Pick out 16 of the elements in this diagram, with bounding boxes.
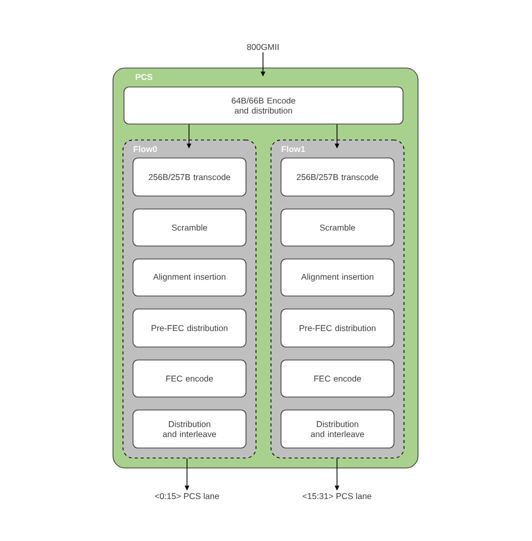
process-box: FEC encode [132, 360, 246, 398]
process-box: Alignment insertion [132, 258, 246, 296]
label-text: <0:15> PCS lane [155, 492, 219, 500]
process-box: 64B/66B Encode and distribution [124, 86, 404, 124]
process-box: Scramble [132, 208, 246, 246]
label-text: 800GMII [247, 44, 279, 50]
process-box: Pre-FEC distribution [132, 308, 246, 348]
process-box: Distribution and interleave [132, 410, 246, 448]
process-box: Distribution and interleave [280, 410, 394, 448]
process-box: 256B/257B transcode [132, 158, 246, 196]
process-box: Pre-FEC distribution [280, 308, 394, 348]
process-box: FEC encode [280, 360, 394, 398]
process-box: 256B/257B transcode [280, 158, 394, 196]
process-box: Alignment insertion [280, 258, 394, 296]
label-text: <15:31> PCS lane [302, 492, 372, 500]
process-box: Scramble [280, 208, 394, 246]
